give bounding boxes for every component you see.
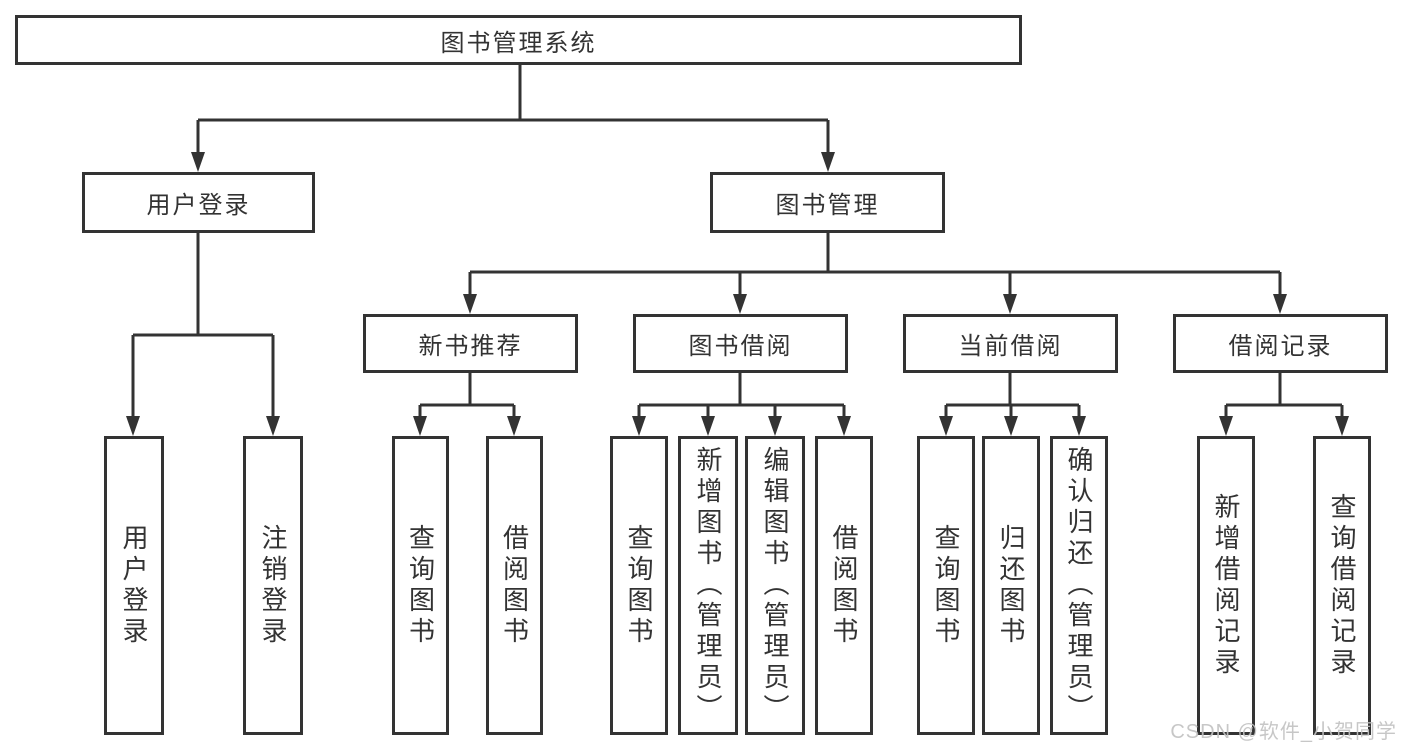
leaf-edit-book-admin-label: 编辑图书（管理员） bbox=[760, 446, 790, 725]
leaf-confirm-return-admin: 确认归还（管理员） bbox=[1050, 436, 1108, 735]
leaf-edit-book-admin: 编辑图书（管理员） bbox=[745, 436, 805, 735]
leaf-logout: 注销登录 bbox=[243, 436, 303, 735]
leaf-query-books-borrow: 查询图书 bbox=[610, 436, 668, 735]
arrowhead bbox=[1004, 416, 1018, 436]
leaf-user-login-label: 用户登录 bbox=[119, 523, 149, 648]
arrowhead bbox=[507, 416, 521, 436]
leaf-add-borrow-record-label: 新增借阅记录 bbox=[1211, 492, 1241, 679]
connector-path bbox=[131, 65, 1344, 420]
node-book-management: 图书管理 bbox=[710, 172, 945, 233]
arrowhead bbox=[413, 416, 427, 436]
arrowhead bbox=[768, 416, 782, 436]
node-borrow-records: 借阅记录 bbox=[1173, 314, 1388, 373]
leaf-query-books-recommend: 查询图书 bbox=[392, 436, 449, 735]
leaf-confirm-return-admin-label: 确认归还（管理员） bbox=[1064, 446, 1094, 725]
leaf-add-borrow-record: 新增借阅记录 bbox=[1197, 436, 1255, 735]
node-borrow-records-label: 借阅记录 bbox=[1228, 333, 1333, 360]
arrowhead bbox=[1335, 416, 1349, 436]
node-book-borrow-label: 图书借阅 bbox=[688, 333, 793, 360]
node-root-label: 图书管理系统 bbox=[440, 29, 597, 57]
arrowhead bbox=[733, 294, 747, 314]
node-current-borrow-label: 当前借阅 bbox=[958, 333, 1063, 360]
leaf-return-book-label: 归还图书 bbox=[996, 523, 1026, 648]
arrowhead bbox=[837, 416, 851, 436]
arrowhead bbox=[463, 294, 477, 314]
leaf-add-book-admin-label: 新增图书（管理员） bbox=[693, 446, 723, 725]
leaf-user-login: 用户登录 bbox=[104, 436, 164, 735]
arrowhead bbox=[266, 416, 280, 436]
leaf-query-borrow-record-label: 查询借阅记录 bbox=[1327, 492, 1357, 679]
leaf-query-books-recommend-label: 查询图书 bbox=[405, 523, 436, 648]
leaf-borrow-books-recommend: 借阅图书 bbox=[486, 436, 543, 735]
leaf-borrow-books-borrow: 借阅图书 bbox=[815, 436, 873, 735]
arrowhead bbox=[821, 152, 835, 172]
arrowhead bbox=[1003, 294, 1017, 314]
node-new-book-recommend: 新书推荐 bbox=[363, 314, 578, 373]
node-user-login: 用户登录 bbox=[82, 172, 315, 233]
leaf-query-books-borrow-label: 查询图书 bbox=[624, 523, 654, 648]
leaf-borrow-books-borrow-label: 借阅图书 bbox=[829, 523, 859, 648]
arrowhead bbox=[1273, 294, 1287, 314]
leaf-borrow-books-recommend-label: 借阅图书 bbox=[499, 523, 530, 648]
leaf-logout-label: 注销登录 bbox=[258, 523, 288, 648]
arrowhead bbox=[1072, 416, 1086, 436]
leaf-query-borrow-record: 查询借阅记录 bbox=[1313, 436, 1371, 735]
arrowhead bbox=[191, 152, 205, 172]
leaf-return-book: 归还图书 bbox=[982, 436, 1040, 735]
node-book-management-label: 图书管理 bbox=[775, 192, 880, 219]
leaf-add-book-admin: 新增图书（管理员） bbox=[678, 436, 738, 735]
leaf-query-books-current: 查询图书 bbox=[917, 436, 975, 735]
arrowhead bbox=[1219, 416, 1233, 436]
node-book-borrow: 图书借阅 bbox=[633, 314, 848, 373]
arrowhead bbox=[632, 416, 646, 436]
arrowhead bbox=[701, 416, 715, 436]
arrowheads bbox=[126, 152, 1349, 436]
leaf-query-books-current-label: 查询图书 bbox=[931, 523, 961, 648]
arrowhead bbox=[126, 416, 140, 436]
node-user-login-label: 用户登录 bbox=[146, 192, 251, 219]
node-root: 图书管理系统 bbox=[15, 15, 1022, 65]
arrowhead bbox=[939, 416, 953, 436]
node-current-borrow: 当前借阅 bbox=[903, 314, 1118, 373]
node-new-book-recommend-label: 新书推荐 bbox=[418, 333, 523, 360]
